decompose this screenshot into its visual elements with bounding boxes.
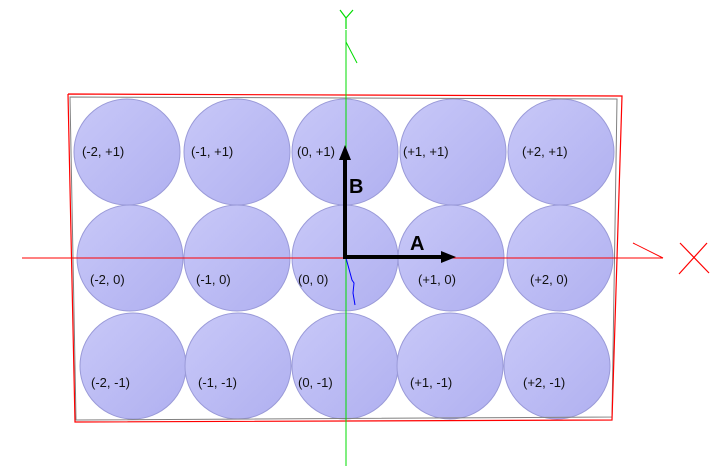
vector-b-arrowhead	[339, 145, 351, 160]
lattice-coordinate-label: (+1, 0)	[418, 272, 456, 287]
lattice-coordinate-label: (-2, -1)	[91, 375, 130, 390]
lattice-coordinate-label: (+2, +1)	[522, 144, 568, 159]
x-axis-label	[678, 242, 710, 275]
lattice-circle	[503, 312, 611, 420]
y-axis-arrow	[345, 41, 358, 64]
lattice-coordinate-label: (+1, +1)	[403, 144, 449, 159]
x-axis-arrow	[632, 242, 664, 259]
lattice-coordinate-label: (0, +1)	[297, 144, 335, 159]
lattice-coordinate-label: (-1, -1)	[198, 375, 237, 390]
lattice-coordinate-label: (+2, 0)	[530, 272, 568, 287]
lattice-coordinate-label: (-1, +1)	[191, 144, 233, 159]
lattice-circle	[79, 312, 187, 420]
circle-grid: (-2, +1) (-1, +1) (0, +1) (+1, +1) (+2, +1) (…	[73, 98, 615, 420]
vector-b-label: B	[349, 176, 363, 198]
y-axis-label	[339, 9, 354, 29]
lattice-circle	[396, 312, 504, 420]
lattice-coordinate-label: (+2, -1)	[523, 375, 565, 390]
z-axis-line	[345, 257, 356, 306]
lattice-coordinate-label: (-2, 0)	[90, 272, 125, 287]
lattice-coordinate-label: (+1, -1)	[410, 375, 452, 390]
lattice-coordinate-label: (-2, +1)	[82, 144, 124, 159]
vector-a-arrowhead	[441, 251, 456, 263]
lattice-coordinate-label: (0, 0)	[298, 272, 328, 287]
lattice-circle	[184, 312, 292, 420]
lattice-circle	[291, 312, 399, 420]
lattice-coordinate-label: (0, -1)	[298, 375, 333, 390]
vector-a-label: A	[410, 233, 424, 255]
lattice-coordinate-label: (-1, 0)	[196, 272, 231, 287]
boundary-outline	[67, 93, 623, 423]
